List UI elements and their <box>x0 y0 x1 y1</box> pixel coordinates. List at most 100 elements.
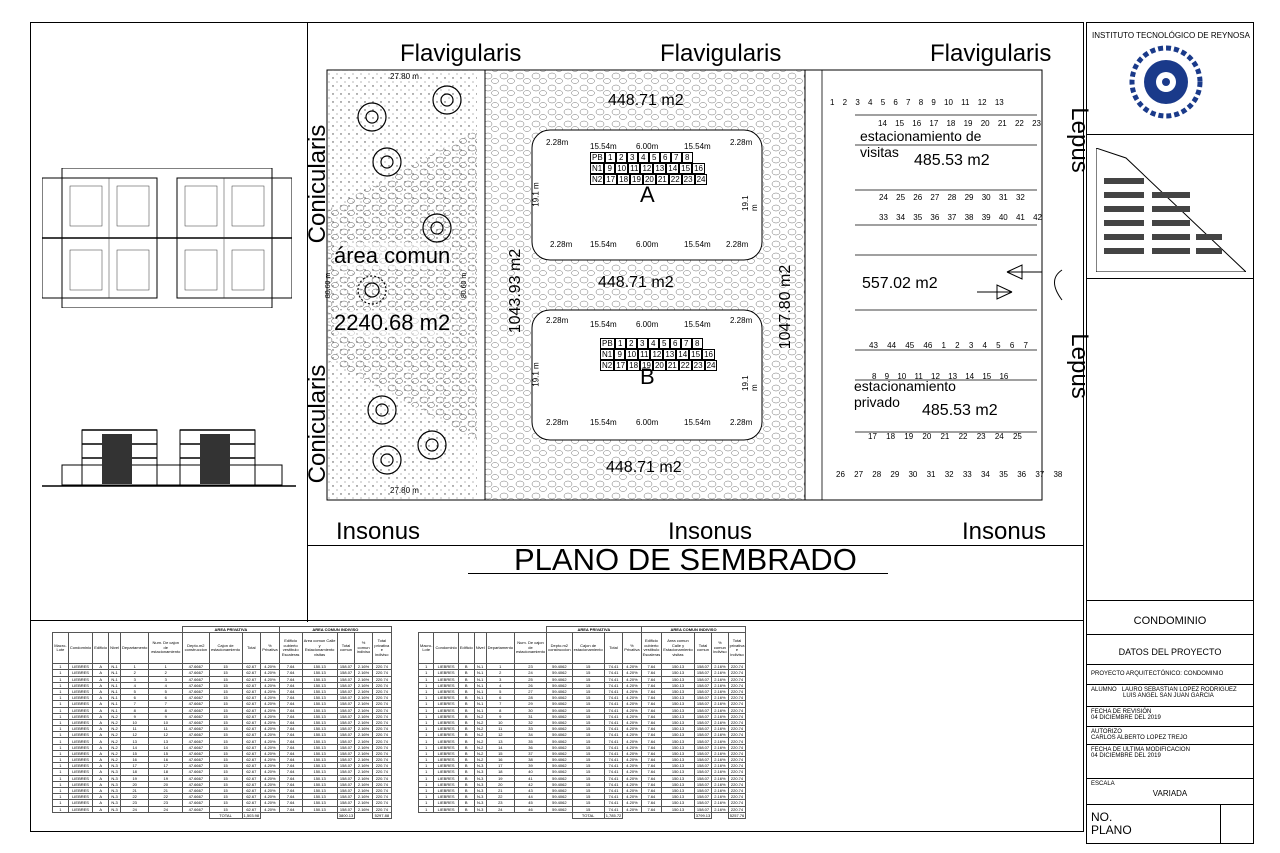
parking-private-row2: 8 9 10 11 12 13 14 15 16 <box>872 372 1009 381</box>
common-area-label: área comun <box>334 243 451 269</box>
institute-logo <box>1129 45 1203 119</box>
area-left-vertical: 1043.93 m2 <box>507 248 524 334</box>
tb-alumno-row: ALUMNO LAURO SEBASTIAN LOPEZ RODRIGUEZ L… <box>1087 684 1253 706</box>
tree-icons <box>357 85 462 475</box>
plano-label: PLANO <box>1091 823 1132 837</box>
unit-cell: 22 <box>668 174 682 185</box>
parking-visits-stalls <box>821 70 1037 500</box>
building-a-center-b: 6.00m <box>636 240 659 249</box>
table-cell: 2.16% <box>711 755 729 764</box>
unit-cell: 21 <box>655 174 669 185</box>
table-cell: LIEBRES <box>433 725 459 733</box>
unit-cell: 1 <box>604 152 616 163</box>
total-cell <box>93 812 109 818</box>
unit-cell: 4 <box>637 152 649 163</box>
table-cell: B <box>457 805 475 813</box>
unit-cell: 24 <box>704 360 718 371</box>
building-a-corner-bl: 2.28m <box>550 240 573 249</box>
column-header: Area comun Calle y Estacionamiento visit… <box>661 632 695 665</box>
modificacion-label: FECHA DE ULTIMA MODIFICACION <box>1091 747 1190 753</box>
table-cell: 2.16% <box>711 712 729 720</box>
building-a: 2.28m 2.28m 15.54m 6.00m 15.54m 2.28m 15… <box>532 130 762 260</box>
proyecto-label: PROYECTO ARQUITECTÓNICO: CONDOMINIO <box>1091 671 1224 677</box>
schedule-divider-line <box>30 620 1084 621</box>
common-area-value: 2240.68 m2 <box>334 310 451 336</box>
parking-visits-row3: 24 25 26 27 28 29 30 31 32 <box>879 193 1025 202</box>
building-a-side-tl: 15.54m <box>590 142 617 151</box>
unit-cell: 1 <box>614 338 626 349</box>
area-right-middle: 557.02 m2 <box>862 275 938 292</box>
table-cell: 24 <box>119 805 150 813</box>
unit-cell: 2 <box>625 338 637 349</box>
group-common: AREA COMUN INDIVISO <box>640 625 747 634</box>
unit-cell: N2 <box>600 360 615 371</box>
table-cell: 2.16% <box>711 694 729 702</box>
area-bottom: 448.71 m2 <box>606 459 682 476</box>
unit-cell: PB <box>600 338 615 349</box>
building-b-outline <box>531 309 763 441</box>
column-header: Cajon de estacionamiento <box>571 632 605 665</box>
alumno-label: ALUMNO <box>1091 687 1117 693</box>
unit-cell: 3 <box>626 152 638 163</box>
table-cell: A <box>92 805 110 813</box>
total-cell <box>458 812 474 818</box>
column-header: Condominio <box>433 632 459 665</box>
table-cell: LIEBRES <box>433 718 459 727</box>
column-header: Num. De cajon de estacionamiento <box>148 632 184 665</box>
total-cell: 3799.13 <box>693 811 713 819</box>
column-header: % Privativa <box>622 632 642 665</box>
alumno-name-1: LAURO SEBASTIAN LOPEZ RODRIGUEZ <box>1121 687 1237 693</box>
building-a-corner-tl: 2.28m <box>546 138 569 147</box>
total-cell <box>623 812 641 818</box>
tb-map-row-line <box>1087 278 1253 279</box>
total-cell: 5297.88 <box>371 811 393 819</box>
column-header: Edificio <box>457 632 475 665</box>
unit-cell: 8 <box>681 152 693 163</box>
unit-cell: 13 <box>663 349 677 360</box>
unit-cell: 2 <box>615 152 627 163</box>
unit-cell: 14 <box>676 349 690 360</box>
column-header: Area comun Calle y Estacionamiento visit… <box>301 632 338 665</box>
table-cell: LIEBRES <box>433 743 459 751</box>
building-a-corner-tr: 2.28m <box>730 138 753 147</box>
building-a-outline <box>531 129 763 261</box>
total-cell <box>486 812 514 818</box>
table-cell: 2.16% <box>711 706 729 714</box>
autorizo-label: AUTORIZO <box>1091 729 1122 735</box>
column-header: Departamento <box>485 632 515 665</box>
tb-plano-row: NO. PLANO <box>1087 804 1253 844</box>
building-a-height-r: 19.1 m <box>741 195 759 211</box>
building-b-corner-bl: 2.28m <box>546 418 569 427</box>
unit-cell: 20 <box>652 360 666 371</box>
column-header: Depto.m2 construccion <box>182 632 210 665</box>
building-b-label: B <box>640 364 655 389</box>
column-header: Nivel <box>473 632 487 665</box>
alumno-name-2: LUIS ANGEL SAN JUAN GARCIA <box>1123 693 1214 699</box>
unit-cell: 12 <box>640 163 654 174</box>
unit-cell: 16 <box>702 349 715 360</box>
unit-cell: 4 <box>647 338 659 349</box>
total-cell <box>547 812 572 818</box>
table-cell: 2.16% <box>711 749 729 758</box>
